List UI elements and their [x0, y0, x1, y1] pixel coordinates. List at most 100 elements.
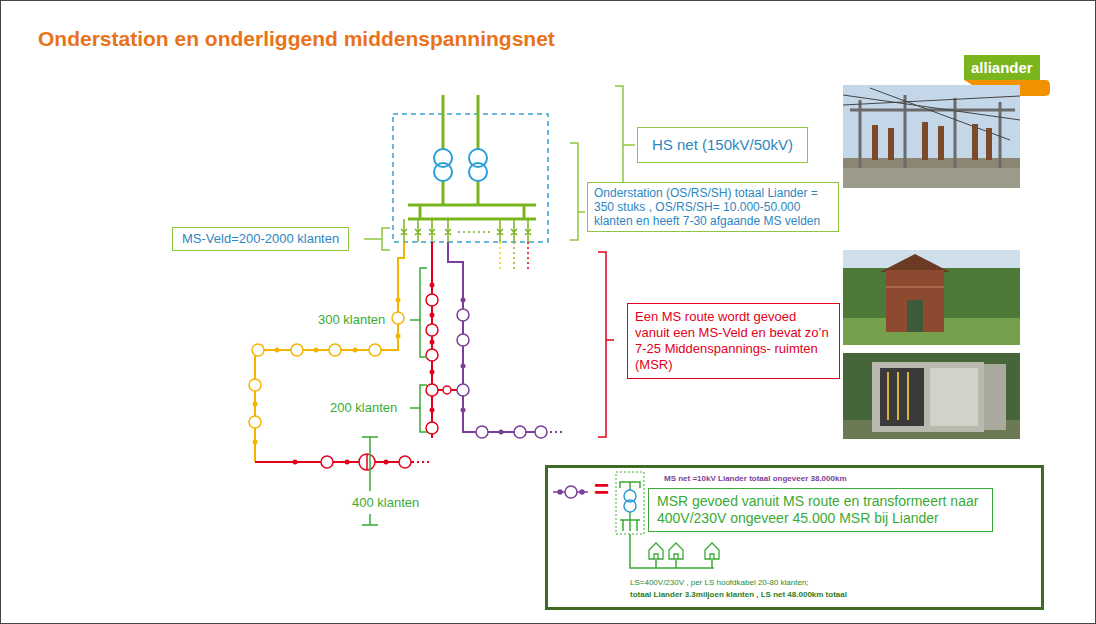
msr-circles-yellow	[392, 312, 404, 324]
node-text: Onderstation (OS/RS/SH) totaal Liander =…	[594, 186, 832, 228]
house-icons	[649, 543, 663, 559]
customer-brackets	[362, 437, 378, 525]
house-icons	[654, 554, 714, 559]
open-point	[366, 454, 368, 470]
customer-brackets	[410, 268, 427, 357]
msr-circles-yellow	[369, 344, 381, 356]
msr-circles-red	[359, 454, 375, 470]
yellow-route	[255, 242, 404, 462]
ms-fields	[401, 219, 531, 242]
msr-circles-purple	[457, 384, 469, 396]
customer-count: 400 klanten	[352, 495, 419, 511]
purple-route	[448, 242, 545, 432]
msr-circles-yellow	[291, 344, 303, 356]
red-route	[412, 461, 432, 463]
other-feeders	[513, 242, 515, 272]
msr-circles-yellow	[249, 379, 261, 391]
msr-building-photo	[843, 250, 1020, 345]
cable-dots-purple	[499, 430, 504, 435]
substation-photo	[850, 95, 1015, 172]
msr-circles-red	[321, 456, 333, 468]
substation-outline	[393, 114, 548, 242]
cable-dots-yellow	[253, 440, 258, 445]
msr-cabinet-photo	[872, 362, 984, 432]
other-feeders	[500, 242, 528, 272]
msr-cabinet-photo	[880, 368, 924, 426]
msr-circles-yellow	[329, 344, 341, 356]
msr-circles-purple	[476, 426, 488, 438]
substation-photo	[843, 85, 1020, 188]
cable-dots-red	[430, 370, 435, 375]
customer-count: 300 klanten	[318, 312, 385, 328]
brackets-green	[570, 143, 585, 240]
hv-lines	[419, 205, 422, 219]
cable-dots-red	[430, 313, 435, 318]
node-text: HS net (150kV/50kV)	[652, 135, 793, 155]
msr-building-photo	[886, 286, 944, 288]
cable-dots-yellow	[275, 348, 280, 353]
substation-photo	[843, 88, 1020, 140]
msr-building-photo	[880, 254, 950, 272]
hv-lines	[523, 205, 526, 219]
ls-cable	[630, 534, 714, 568]
node-text: totaal Liander 3.3miljoen klanten , LS n…	[630, 590, 847, 600]
brackets-green	[364, 228, 390, 250]
msr-transformer	[622, 520, 624, 531]
msr-circles-yellow	[252, 344, 264, 356]
msr-cabinet-photo	[984, 364, 1006, 430]
hv-lines	[408, 218, 536, 221]
slide-title: Onderstation en onderliggend middenspann…	[38, 27, 555, 51]
cable-dots-yellow	[253, 298, 401, 445]
msr-building-photo	[907, 300, 923, 332]
substation-photo	[872, 122, 992, 160]
house-icons	[649, 543, 719, 559]
ms-symbol	[553, 486, 588, 498]
hv-lines	[477, 181, 480, 205]
transformer-symbol	[469, 163, 487, 181]
node-text: MS-Veld=200-2000 klanten	[182, 231, 339, 247]
cable-dots-yellow	[253, 402, 258, 407]
msr-transformer	[629, 520, 631, 531]
route-bracket	[598, 252, 614, 437]
info-box: MS-Veld=200-2000 klanten	[172, 227, 349, 251]
substation-photo	[904, 95, 907, 172]
substation-photo	[986, 128, 992, 160]
ls-cable	[630, 534, 714, 568]
msr-building-photo	[843, 250, 1020, 345]
route-box: Een MS route wordt gevoed vanuit een MS-…	[627, 303, 840, 379]
yellow-route	[255, 242, 404, 462]
ls-cable	[711, 560, 713, 568]
substation-photo	[843, 168, 1020, 188]
substation-photo	[888, 128, 894, 160]
node-text: LS=400V/230V , per LS hoofdkabel 20-80 k…	[630, 578, 809, 588]
msr-circles-red	[426, 324, 438, 336]
info-box: Onderstation (OS/RS/SH) totaal Liander =…	[587, 182, 839, 232]
house-icons	[705, 543, 719, 559]
cable-dots-red	[430, 340, 435, 345]
open-point	[366, 454, 368, 470]
legend-frame: MS net =10kV Liander totaal ongeveer 38.…	[545, 465, 1044, 610]
msr-transformer	[620, 482, 640, 531]
substation-outline	[393, 114, 548, 242]
hv-lines	[408, 95, 536, 219]
ls-cable	[655, 560, 657, 568]
cable-dots-yellow	[396, 334, 401, 339]
cable-dots-red	[345, 460, 350, 465]
other-feeders	[499, 242, 501, 272]
hv-lines	[408, 204, 536, 207]
msr-cabinet-photo	[887, 372, 889, 420]
ls-cable	[675, 560, 677, 568]
msr-circles-red	[426, 294, 438, 306]
msr-circles-red	[443, 386, 451, 394]
hv-lines	[442, 95, 445, 150]
msr-circles-red	[426, 349, 438, 361]
customer-count: 200 klanten	[330, 400, 397, 416]
cable-dots-yellow	[314, 348, 319, 353]
brackets-green	[615, 86, 635, 188]
substation-photo	[843, 158, 1020, 188]
msr-circles-red	[426, 422, 438, 434]
red-route	[255, 242, 457, 462]
cable-dots-purple	[461, 364, 466, 369]
